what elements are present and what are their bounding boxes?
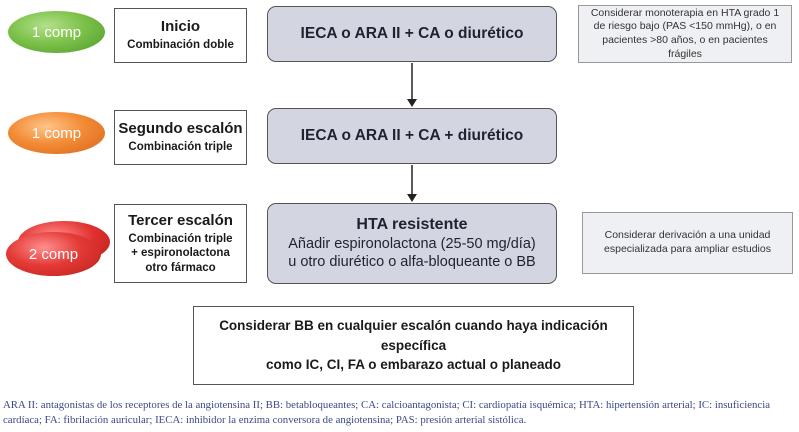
step1-subtitle: Combinación doble — [127, 39, 234, 52]
step3-subtitle-line: + espironolactona — [131, 247, 230, 260]
pill-step2: 1 comp — [8, 112, 105, 154]
final-note-text: Considerar BB en cualquier escalón cuand… — [208, 316, 619, 375]
note-derivacion-text: Considerar derivación a una unidad espec… — [604, 229, 771, 255]
step3-box: Tercer escalón Combinación triple + espi… — [114, 204, 247, 283]
pill-step1-label: 1 comp — [31, 23, 82, 41]
treatment-step3-body: Añadir espironolactona (25-50 mg/día) u … — [288, 236, 535, 271]
pill-step3-label: 2 comp — [28, 245, 79, 263]
pill-step3: 2 comp — [6, 232, 101, 276]
note-derivacion: Considerar derivación a una unidad espec… — [582, 212, 793, 274]
step3-subtitle: Combinación triple + espironolactona otr… — [128, 232, 232, 275]
footer-line: cardíaca; FA: fibrilación auricular; IEC… — [3, 413, 527, 426]
arrow-down — [407, 63, 417, 107]
step3-subtitle-line: otro fármaco — [145, 261, 216, 274]
treatment-step1-text: IECA o ARA II + CA o diurético — [300, 25, 524, 42]
step2-subtitle: Combinación triple — [128, 141, 233, 154]
treatment-step2: IECA o ARA II + CA + diurético — [267, 108, 557, 164]
treatment-step3-line: u otro diurético o alfa-bloqueante o BB — [288, 253, 536, 270]
final-note-line: como IC, CI, FA o embarazo actual o plan… — [265, 357, 562, 373]
treatment-step2-text: IECA o ARA II + CA + diurético — [300, 127, 524, 144]
treatment-step3: HTA resistente Añadir espironolactona (2… — [267, 203, 557, 284]
arrow-down — [407, 165, 417, 202]
step2-box: Segundo escalón Combinación triple — [114, 110, 247, 165]
note-monoterapia: Considerar monoterapia en HTA grado 1 de… — [578, 5, 792, 63]
treatment-step3-title: HTA resistente — [356, 216, 468, 234]
step3-subtitle-line: Combinación triple — [128, 232, 233, 245]
step1-box: Inicio Combinación doble — [114, 8, 247, 63]
pill-step1: 1 comp — [8, 11, 105, 53]
step3-title: Tercer escalón — [128, 211, 233, 229]
final-note-box: Considerar BB en cualquier escalón cuand… — [193, 306, 634, 385]
treatment-step1: IECA o ARA II + CA o diurético — [267, 6, 557, 62]
note-monoterapia-text: Considerar monoterapia en HTA grado 1 de… — [590, 6, 780, 60]
footer-line: ARA II: antagonistas de los receptores d… — [3, 399, 770, 411]
pill-step2-label: 1 comp — [31, 124, 82, 142]
abbreviations-footer: ARA II: antagonistas de los receptores d… — [3, 398, 797, 427]
step2-title: Segundo escalón — [118, 120, 243, 138]
final-note-line: Considerar BB en cualquier escalón cuand… — [219, 318, 608, 353]
treatment-step3-line: Añadir espironolactona (25-50 mg/día) — [288, 236, 536, 253]
step1-title: Inicio — [160, 18, 201, 36]
